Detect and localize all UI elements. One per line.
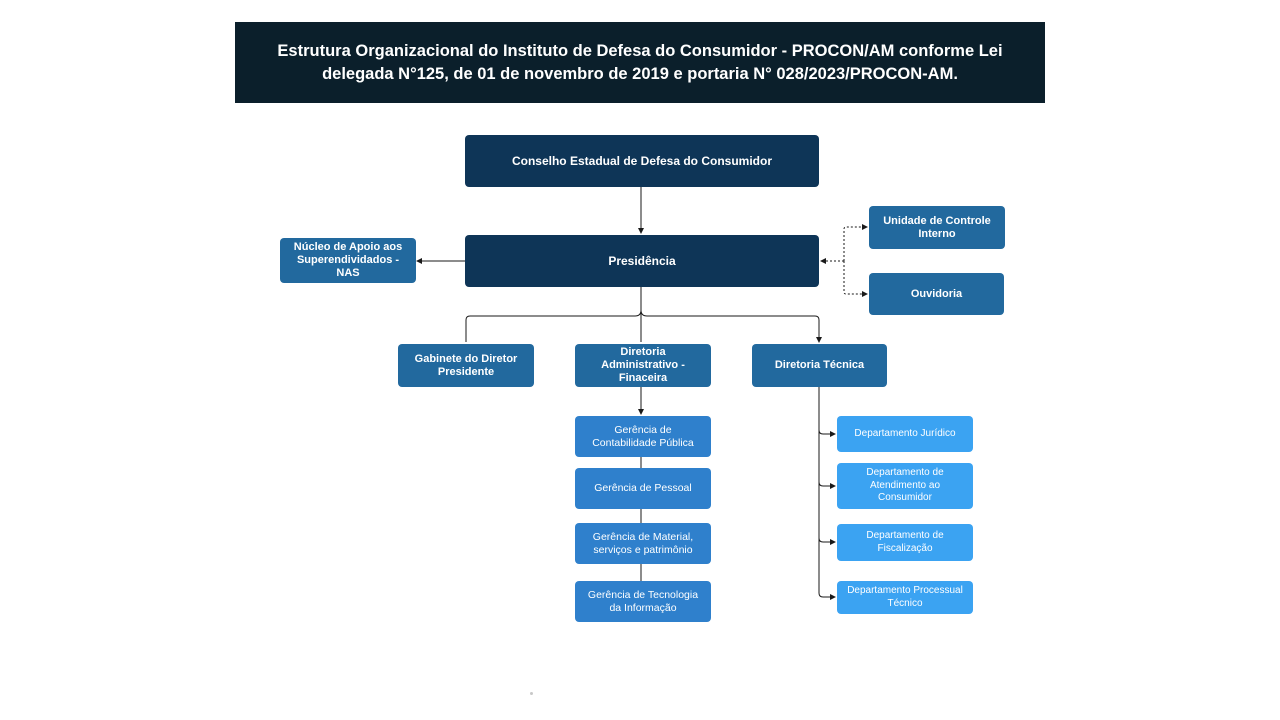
node-departamento-fiscalizacao: Departamento de Fiscalização (837, 524, 973, 561)
diagram-title: Estrutura Organizacional do Instituto de… (277, 41, 1003, 83)
node-nucleo-apoio: Núcleo de Apoio aos Superendividados - N… (280, 238, 416, 283)
node-departamento-juridico: Departamento Jurídico (837, 416, 973, 452)
node-presidencia: Presidência (465, 235, 819, 287)
node-departamento-processual: Departamento Processual Técnico (837, 581, 973, 614)
node-gerencia-ti: Gerência de Tecnologia da Informação (575, 581, 711, 622)
diagram-header: Estrutura Organizacional do Instituto de… (235, 22, 1045, 103)
node-gerencia-contabilidade: Gerência de Contabilidade Pública (575, 416, 711, 457)
node-departamento-atendimento: Departamento de Atendimento ao Consumido… (837, 463, 973, 509)
node-gerencia-material: Gerência de Material, serviços e patrimô… (575, 523, 711, 564)
node-unidade-controle-interno: Unidade de Controle Interno (869, 206, 1005, 249)
connector-diretoria-tec-departamentos (818, 387, 836, 600)
connector-presidencia-assessorias (820, 224, 868, 297)
node-gabinete: Gabinete do Diretor Presidente (398, 344, 534, 387)
node-diretoria-tecnica: Diretoria Técnica (752, 344, 887, 387)
node-conselho: Conselho Estadual de Defesa do Consumido… (465, 135, 819, 187)
connector-presidencia-diretorias (465, 287, 820, 342)
node-gerencia-pessoal: Gerência de Pessoal (575, 468, 711, 509)
node-ouvidoria: Ouvidoria (869, 273, 1004, 315)
stray-dot (530, 692, 533, 695)
node-diretoria-administrativo-financeira: Diretoria Administrativo - Finaceira (575, 344, 711, 387)
